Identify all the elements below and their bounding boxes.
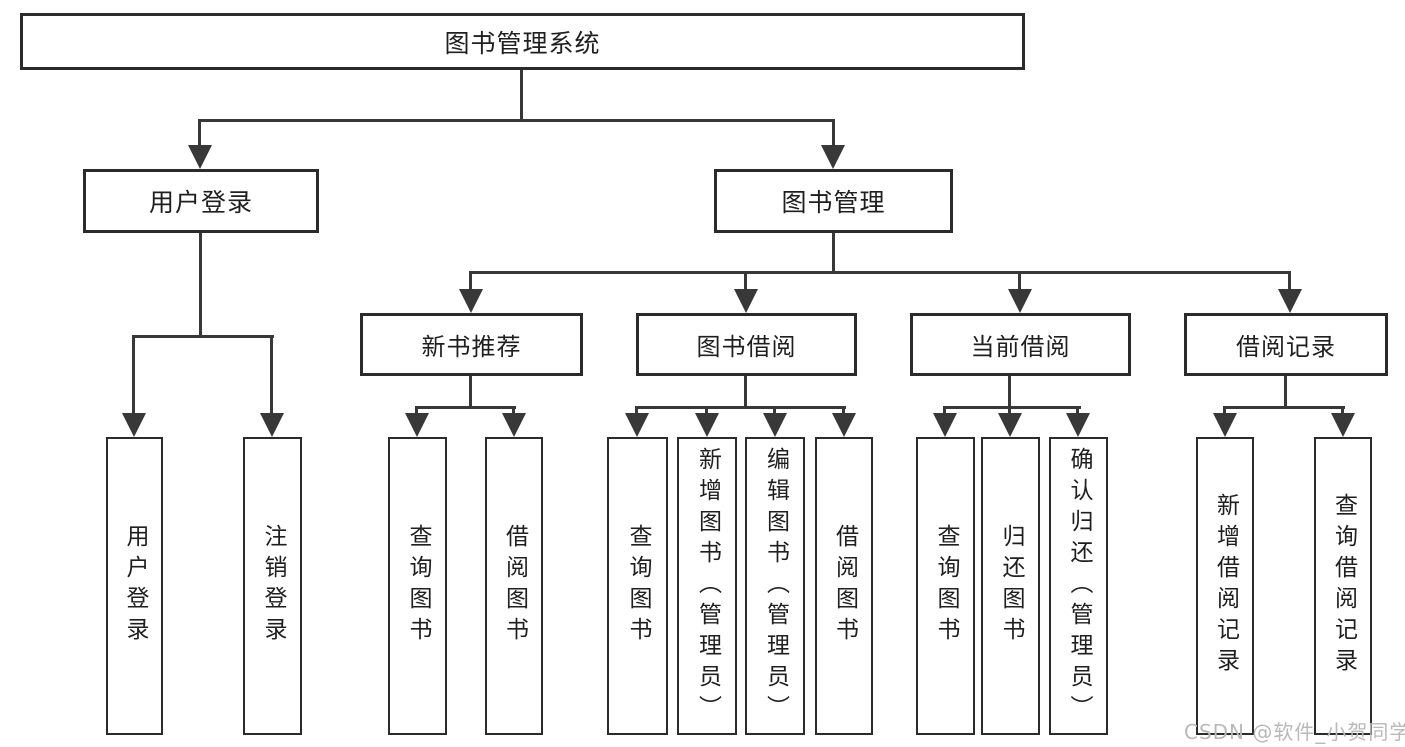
arrowhead-down (1008, 289, 1032, 313)
arrowhead-down (832, 413, 856, 437)
connector-stem (744, 376, 747, 408)
connector-bar (415, 406, 516, 409)
node-leaf-return-books: 归还图书 (981, 437, 1040, 735)
connector-drop (270, 335, 273, 415)
node-leaf-add-borrow-record: 新增借阅记录 (1196, 437, 1254, 735)
node-label: 注销登录 (260, 524, 286, 648)
node-label: 用户登录 (122, 524, 148, 648)
node-label: 图书借阅 (696, 333, 797, 361)
node-label: 查询图书 (405, 524, 431, 648)
connector-drop (1076, 406, 1079, 416)
node-leaf-borrow-books-recommend: 借阅图书 (485, 437, 543, 735)
connector-stem (469, 376, 472, 408)
connector-drop (1018, 271, 1021, 291)
connector-drop (744, 271, 747, 291)
node-label: 新书推荐 (421, 333, 522, 361)
node-book-management: 图书管理 (714, 169, 953, 233)
connector-drop (943, 406, 946, 416)
connector-drop (512, 406, 515, 416)
node-library-management-system: 图书管理系统 (20, 13, 1025, 70)
node-label: 借阅记录 (1236, 333, 1336, 361)
arrowhead-down (122, 413, 146, 437)
connector-drop (635, 406, 638, 416)
connector-drop (1288, 271, 1291, 291)
node-leaf-borrow-books: 借阅图书 (815, 437, 873, 735)
node-label: 图书管理 (781, 188, 886, 217)
arrowhead-down (821, 145, 845, 169)
node-label: 当前借阅 (970, 333, 1071, 361)
arrowhead-down (260, 413, 284, 437)
connector-drop (832, 119, 835, 147)
node-label: 新增借阅记录 (1212, 493, 1239, 679)
node-user-login: 用户登录 (83, 169, 319, 233)
node-label: 借阅图书 (831, 524, 858, 648)
arrowhead-down (405, 413, 429, 437)
arrowhead-down (998, 413, 1022, 437)
node-leaf-add-books-admin: 新增图书（管理员） (677, 437, 737, 735)
arrowhead-down (502, 413, 526, 437)
arrowhead-down (459, 289, 483, 313)
node-label: 编辑图书（管理员） (762, 446, 789, 726)
connector-drop (132, 335, 135, 415)
arrowhead-down (1278, 289, 1302, 313)
connector-drop (1341, 406, 1344, 416)
node-borrowing-records: 借阅记录 (1184, 313, 1388, 376)
arrowhead-down (188, 145, 212, 169)
node-leaf-edit-books-admin: 编辑图书（管理员） (745, 437, 805, 735)
node-leaf-query-borrow-record: 查询借阅记录 (1314, 437, 1372, 735)
node-leaf-user-login: 用户登录 (106, 437, 163, 735)
node-label: 确认归还（管理员） (1066, 446, 1092, 726)
node-new-book-recommendation: 新书推荐 (360, 313, 583, 376)
connector-drop (415, 406, 418, 416)
connector-bar (635, 406, 846, 409)
arrowhead-down (1066, 413, 1090, 437)
connector-root-bar (198, 119, 835, 122)
node-book-borrowing: 图书借阅 (636, 313, 857, 376)
node-leaf-query-books-borrow: 查询图书 (607, 437, 668, 735)
arrowhead-down (1213, 413, 1237, 437)
connector-bar (1223, 406, 1345, 409)
node-label: 查询图书 (625, 524, 651, 648)
connector-stem (1284, 376, 1287, 408)
arrowhead-down (763, 413, 787, 437)
arrowhead-down (625, 413, 649, 437)
node-label: 归还图书 (998, 524, 1024, 648)
connector-drop (705, 406, 708, 416)
arrowhead-down (734, 289, 758, 313)
node-leaf-query-books-current: 查询图书 (916, 437, 975, 735)
node-label: 查询借阅记录 (1330, 493, 1357, 679)
connector-login-bar (132, 335, 274, 338)
node-leaf-query-books-recommend: 查询图书 (388, 437, 447, 735)
node-current-borrowing: 当前借阅 (910, 313, 1131, 376)
node-label: 借阅图书 (501, 524, 528, 648)
connector-login-stem (199, 233, 202, 337)
node-label: 新增图书（管理员） (694, 446, 721, 726)
arrowhead-down (695, 413, 719, 437)
connector-drop (842, 406, 845, 416)
connector-root-stem (520, 70, 523, 122)
connector-bar (943, 406, 1081, 409)
node-label: 查询图书 (933, 524, 959, 648)
connector-drop (469, 271, 472, 291)
node-label: 图书管理系统 (444, 28, 601, 58)
connector-stem (1008, 376, 1011, 408)
arrowhead-down (1331, 413, 1355, 437)
connector-management-bar (469, 271, 1290, 274)
connector-drop (773, 406, 776, 416)
csdn-watermark: CSDN @软件_小贺同学 (1184, 720, 1405, 744)
connector-drop (1223, 406, 1226, 416)
node-leaf-logout: 注销登录 (243, 437, 302, 735)
connector-drop (198, 119, 201, 147)
connector-management-stem (832, 233, 835, 273)
arrowhead-down (933, 413, 957, 437)
node-leaf-confirm-return-admin: 确认归还（管理员） (1049, 437, 1108, 735)
connector-drop (1008, 406, 1011, 416)
node-label: 用户登录 (148, 188, 253, 217)
